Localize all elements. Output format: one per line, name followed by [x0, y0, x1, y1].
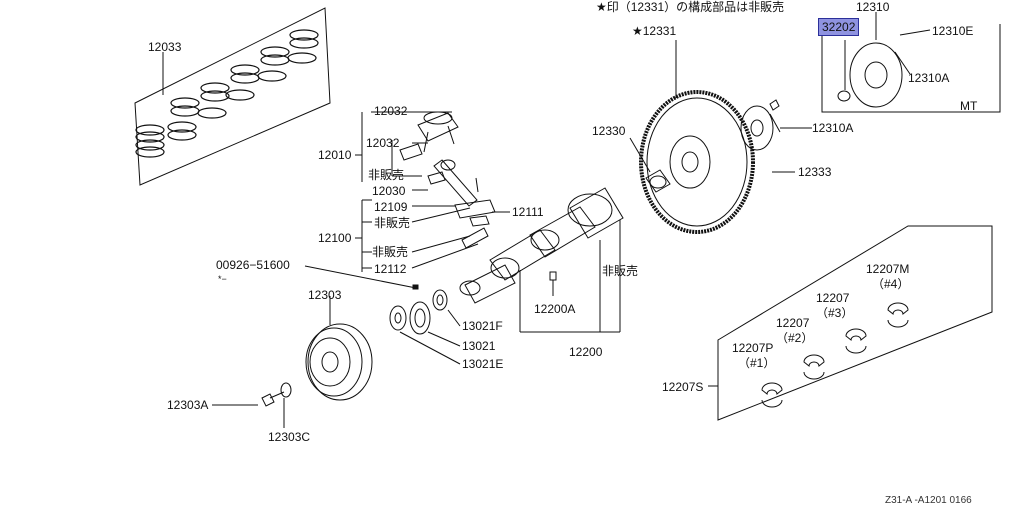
part-not-sold-4: 非販売: [602, 264, 639, 278]
part-12032-a[interactable]: 12032: [374, 104, 408, 118]
part-12310[interactable]: 12310: [856, 0, 890, 14]
part-00926-51600[interactable]: 00926−51600: [216, 258, 290, 272]
crank-pulley-illustration: [212, 296, 373, 428]
part-12207-3-position: （#3）: [816, 306, 854, 320]
part-12303A[interactable]: 12303A: [167, 398, 209, 412]
part-12010[interactable]: 12010: [318, 148, 352, 162]
piston-conrod-illustration: [355, 111, 510, 272]
part-12207M-position: （#4）: [872, 277, 910, 291]
part-12310A-box[interactable]: 12310A: [908, 71, 950, 85]
part-12033[interactable]: 12033: [148, 40, 182, 54]
part-32202-highlighted[interactable]: 32202: [818, 18, 860, 36]
part-not-sold-1: 非販売: [368, 168, 405, 182]
note-not-sold: ★印（12331）の構成部品は非販売: [596, 0, 785, 14]
part-00926-mark: *−: [218, 274, 227, 284]
crank-sprocket-illustration: [304, 265, 461, 365]
part-12207-2[interactable]: 12207: [776, 316, 810, 330]
part-12207-2-position: （#2）: [776, 331, 814, 345]
part-13021E[interactable]: 13021E: [462, 357, 504, 371]
part-12333[interactable]: 12333: [798, 165, 832, 179]
part-12303C[interactable]: 12303C: [268, 430, 311, 444]
part-12303[interactable]: 12303: [308, 288, 342, 302]
mt-label: MT: [960, 99, 978, 113]
part-13021[interactable]: 13021: [462, 339, 496, 353]
part-12207M[interactable]: 12207M: [866, 262, 910, 276]
part-12100[interactable]: 12100: [318, 231, 352, 245]
part-12109[interactable]: 12109: [374, 200, 408, 214]
flywheel-illustration: [629, 40, 812, 234]
part-not-sold-3: 非販売: [372, 245, 409, 259]
part-12207P[interactable]: 12207P: [732, 341, 774, 355]
main-bearing-box: [708, 225, 993, 421]
part-12310E[interactable]: 12310E: [932, 24, 974, 38]
part-12331[interactable]: ★12331: [632, 24, 677, 38]
part-12207P-position: （#1）: [738, 356, 776, 370]
part-12111[interactable]: 12111: [512, 205, 544, 219]
part-12200A[interactable]: 12200A: [534, 302, 576, 316]
part-12030[interactable]: 12030: [372, 184, 406, 198]
part-12310A-mid[interactable]: 12310A: [812, 121, 854, 135]
crankshaft-illustration: [459, 187, 624, 333]
diagram-code: Z31-A -A1201 0166: [885, 495, 972, 506]
part-12200[interactable]: 12200: [569, 345, 603, 359]
part-not-sold-2: 非販売: [374, 216, 411, 230]
part-12032-b[interactable]: 12032: [366, 136, 400, 150]
mt-flywheel-box: [821, 12, 1001, 113]
part-12112[interactable]: 12112: [374, 262, 407, 276]
piston-ring-set-illustration: [134, 7, 331, 186]
part-12207S[interactable]: 12207S: [662, 380, 704, 394]
part-12207-3[interactable]: 12207: [816, 291, 850, 305]
part-13021F[interactable]: 13021F: [462, 319, 503, 333]
part-12330[interactable]: 12330: [592, 124, 626, 138]
